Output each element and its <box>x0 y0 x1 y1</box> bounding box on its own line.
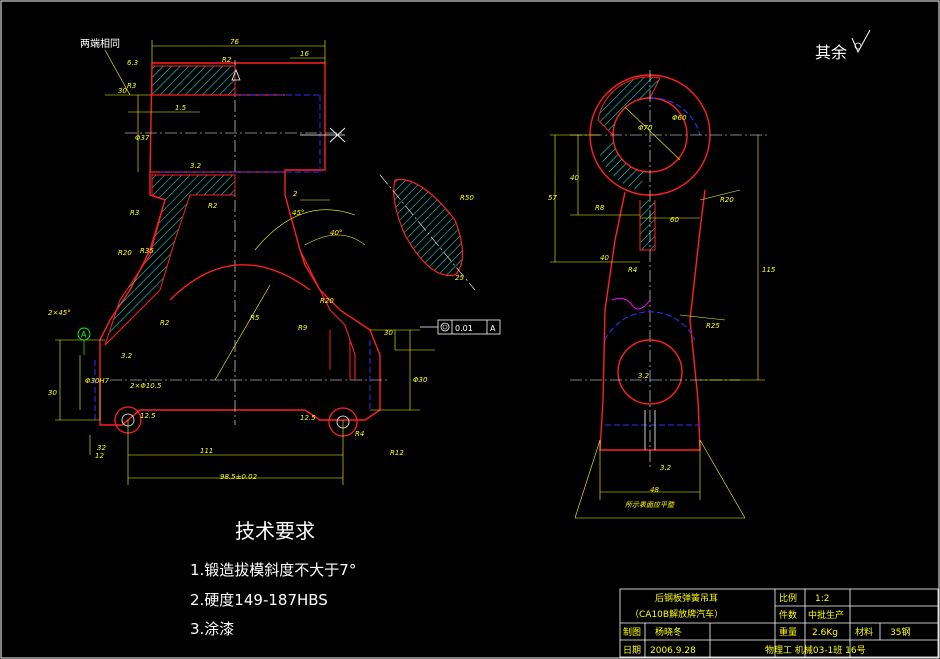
date-label: 日期 <box>623 645 641 656</box>
right-dimension-9: R25 <box>706 322 720 330</box>
tech-req-item-3: 3.涂漆 <box>190 620 234 638</box>
right-dimension-6: R20 <box>720 196 734 204</box>
left-dimension-11: 45° <box>292 209 304 217</box>
right-view <box>570 70 770 470</box>
scale-label: 比例 <box>779 592 797 604</box>
left-dimension-2: R2 <box>222 56 232 64</box>
left-dimension-23: 12.5 <box>140 412 156 420</box>
left-dimension-26: 30 <box>48 389 57 397</box>
right-dimension-7: 40 <box>600 254 609 262</box>
left-dimension-3: R3 <box>127 82 136 90</box>
left-dimension-27: 32 <box>97 444 106 452</box>
left-dimension-36: 25 <box>455 274 464 282</box>
left-view-note: 两端相同 <box>80 37 120 50</box>
tolerance-datum: A <box>490 324 496 333</box>
drawn-value: 杨晓冬 <box>655 626 682 638</box>
datum-label: A <box>81 330 87 339</box>
left-dimension-14: R35 <box>140 247 154 255</box>
left-dimension-1: 16 <box>300 50 309 58</box>
tolerance-value: 0.01 <box>455 324 473 333</box>
right-dimension-0: Φ70 <box>638 124 653 132</box>
tolerance-frame: 0.01 A <box>420 319 501 335</box>
right-dimension-1: Φ60 <box>672 114 687 122</box>
tech-req-item-2: 2.硬度149-187HBS <box>190 591 328 609</box>
left-dimension-4: 6.3 <box>127 59 138 67</box>
left-dimension-34: 111 <box>200 447 213 455</box>
left-dimension-19: 30 <box>384 329 393 337</box>
left-dimension-0: 76 <box>230 38 239 46</box>
right-dimension-12: 48 <box>650 486 659 494</box>
school-info: 物理工 机械03-1班 16号 <box>765 644 866 656</box>
left-dimension-8: R3 <box>130 209 139 217</box>
tech-req-item-1: 1.锻造拔模斜度不大于7° <box>190 561 356 579</box>
weight-label: 重量 <box>779 626 797 638</box>
left-dimension-12: 40° <box>330 229 342 237</box>
qty-value: 中批生产 <box>808 609 844 621</box>
left-dimension-17: R9 <box>298 324 308 332</box>
qty-label: 件数 <box>779 609 797 621</box>
scale-value: 1:2 <box>815 594 829 604</box>
left-dimension-33: 98.5±0.02 <box>220 473 258 481</box>
roughness-circle-icon <box>854 42 862 50</box>
right-dimension-2: 57 <box>548 194 557 202</box>
roughness-icon <box>851 29 871 54</box>
left-dimension-16: R2 <box>160 319 170 327</box>
left-dimension-21: 2×45° <box>48 309 71 317</box>
right-dimension-10: 115 <box>762 266 776 274</box>
right-dimension-11: 3.2 <box>638 372 650 380</box>
left-dimension-22: 2×Φ10.5 <box>130 382 162 390</box>
left-dimension-10: 2 <box>293 190 298 198</box>
material-value: 35钢 <box>890 626 910 638</box>
left-dimension-15: R5 <box>250 314 260 322</box>
right-view-note: 所示表面应平整 <box>625 501 675 509</box>
datum-marker: A <box>77 327 91 355</box>
corner-note: 其余 <box>815 43 847 62</box>
left-dimension-25: 12 <box>95 452 104 460</box>
left-dimension-20: 3.2 <box>121 352 133 360</box>
left-dimension-9: R2 <box>208 202 218 210</box>
left-dimension-18: R20 <box>320 297 334 305</box>
part-sub: （CA10B解放牌汽车） <box>630 608 723 620</box>
date-value: 2006.9.28 <box>650 646 696 656</box>
left-dimension-31: R4 <box>355 430 364 438</box>
left-dimension-24: 12.5 <box>300 414 316 422</box>
right-dim-lines <box>550 106 765 519</box>
left-dimension-13: R20 <box>118 249 132 257</box>
left-dimension-7: 3.2 <box>190 162 202 170</box>
right-dimension-5: 60 <box>670 216 679 224</box>
left-view <box>94 60 476 437</box>
tech-req-title: 技术要求 <box>235 519 315 543</box>
left-dimension-5: 30 <box>118 87 127 95</box>
left-dimension-32: R12 <box>390 449 404 457</box>
drawn-label: 制图 <box>623 626 641 638</box>
left-dimension-35: R50 <box>460 194 474 202</box>
material-label: 材料 <box>855 626 873 638</box>
left-dim-lines <box>55 40 435 485</box>
title-block <box>619 588 939 658</box>
weight-value: 2.6Kg <box>812 628 838 638</box>
left-dimension-6: 1.5 <box>175 104 187 112</box>
right-dimension-4: R8 <box>595 204 605 212</box>
right-dimension-3: 40 <box>570 174 579 182</box>
part-name: 后钢板弹簧吊耳 <box>655 592 718 604</box>
left-dimension-30: Φ37 <box>135 134 150 142</box>
left-dimension-28: Φ30H7 <box>85 377 110 385</box>
right-dimension-8: R4 <box>628 266 637 274</box>
left-dimension-29: Φ30 <box>413 376 428 384</box>
right-dimension-13: 3.2 <box>660 464 672 472</box>
